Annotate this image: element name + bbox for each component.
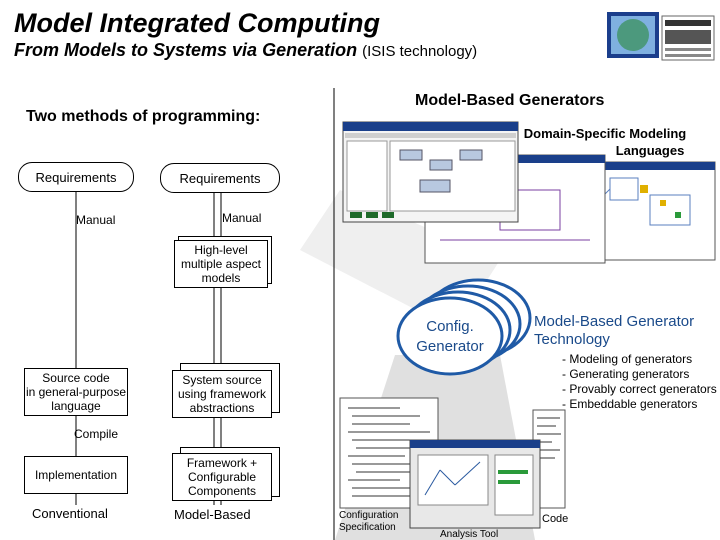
models-line-2: multiple aspect	[180, 257, 262, 271]
tech-bullets: - Modeling of generators - Generating ge…	[562, 352, 717, 412]
compile-label: Compile	[74, 427, 119, 441]
code-label: Code	[542, 513, 569, 525]
tech-title: Model-Based Generator Technology	[534, 313, 694, 349]
dsml-screenshot-front	[342, 121, 519, 223]
framework-line-2: Configurable	[187, 470, 257, 484]
analysis-tool-label: Analysis Tool	[440, 529, 499, 540]
source-code-box: Source code in general-purpose language	[24, 368, 128, 416]
framework-line-3: Components	[187, 484, 257, 498]
config-line-2: Generator	[416, 338, 484, 355]
dsml-line-2: Languages	[615, 143, 685, 158]
model-manual-label: Manual	[222, 211, 262, 225]
conventional-requirements: Requirements	[18, 162, 134, 192]
system-source-line-2: using framework	[177, 387, 267, 401]
models-line-3: models	[201, 271, 241, 285]
config-spec-line-2: Specification	[339, 522, 396, 533]
tech-bullet: - Provably correct generators	[562, 382, 717, 396]
tech-bullet: - Generating generators	[562, 367, 690, 381]
implementation-box: Implementation	[24, 456, 128, 494]
analysis-tool-screenshot	[409, 439, 541, 529]
isis-logo	[661, 15, 715, 61]
page-subtitle: From Models to Systems via Generation (I…	[14, 40, 477, 61]
models-line-1: High-level	[194, 243, 248, 257]
system-source-box: System source using framework abstractio…	[172, 370, 272, 418]
page-title: Model Integrated Computing	[14, 8, 380, 38]
config-line-1: Config.	[426, 318, 474, 335]
system-source-line-1: System source	[182, 373, 262, 387]
subtitle-main: From Models to Systems via Generation	[14, 40, 358, 60]
sri-logo	[607, 12, 659, 58]
tech-bullet: - Modeling of generators	[562, 352, 693, 366]
tech-bullet: - Embeddable generators	[562, 397, 698, 411]
models-box: High-level multiple aspect models	[174, 240, 268, 288]
config-spec-label: Configuration Specification	[339, 510, 398, 534]
config-spec-line-1: Configuration	[339, 510, 399, 521]
config-generator-stack	[396, 278, 532, 376]
methods-heading: Two methods of programming:	[26, 108, 261, 125]
tech-title-line-1: Model-Based Generator	[534, 313, 695, 330]
source-line-3: language	[51, 399, 101, 413]
config-generator-label: Config. Generator	[400, 317, 500, 357]
source-line-1: Source code	[42, 371, 110, 385]
dsml-line-1: Domain-Specific Modeling	[523, 126, 687, 141]
dsml-label: Domain-Specific Modeling Languages	[510, 125, 700, 159]
source-line-2: in general-purpose	[25, 385, 127, 399]
model-requirements: Requirements	[160, 163, 280, 193]
model-based-footer: Model-Based	[174, 507, 251, 522]
conventional-manual-label: Manual	[76, 213, 116, 227]
system-source-line-3: abstractions	[189, 401, 255, 415]
conventional-footer: Conventional	[32, 506, 108, 521]
generators-heading: Model-Based Generators	[415, 92, 605, 109]
framework-line-1: Framework +	[186, 456, 258, 470]
tech-title-line-2: Technology	[534, 331, 610, 348]
subtitle-paren: (ISIS technology)	[362, 43, 478, 60]
framework-box: Framework + Configurable Components	[172, 453, 272, 501]
